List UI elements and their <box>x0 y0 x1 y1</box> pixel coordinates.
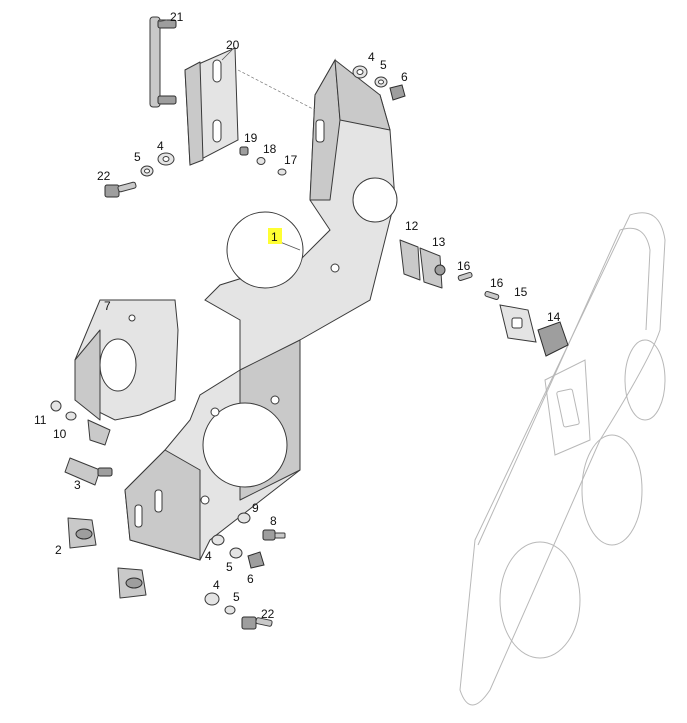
callout-18: 18 <box>263 142 277 156</box>
callout-19: 19 <box>244 131 258 145</box>
callout-4-left: 4 <box>157 139 164 153</box>
hardware <box>50 65 406 630</box>
callout-6-mid: 6 <box>247 572 254 586</box>
callout-8: 8 <box>270 514 277 528</box>
callout-10: 10 <box>53 427 67 441</box>
callout-4-top: 4 <box>368 50 375 64</box>
callout-11: 11 <box>34 413 47 427</box>
callout-6-top: 6 <box>401 70 408 84</box>
stud-bolts <box>149 16 177 108</box>
callout-22-bottom: 22 <box>261 607 275 621</box>
callout-5-mid: 5 <box>226 560 233 574</box>
callout-2: 2 <box>55 543 62 557</box>
callout-12: 12 <box>405 219 419 233</box>
rubber-peg <box>64 457 113 486</box>
switch-hardware <box>399 239 569 357</box>
callout-16-lower: 16 <box>490 276 504 290</box>
callout-1-highlight <box>268 228 282 244</box>
callout-13: 13 <box>432 235 446 249</box>
callout-labels: 1 21 20 4 5 6 19 18 17 5 4 22 12 13 16 1… <box>34 10 561 621</box>
callout-7: 7 <box>104 299 111 313</box>
speed-clips <box>67 517 147 599</box>
callout-3: 3 <box>74 478 81 492</box>
callout-21: 21 <box>170 10 184 24</box>
instrument-panel-ghost <box>459 212 666 706</box>
callout-1: 1 <box>271 230 278 244</box>
callout-5-bottom: 5 <box>233 590 240 604</box>
mounting-plate <box>184 47 316 166</box>
side-bracket <box>74 299 179 446</box>
callout-9: 9 <box>252 501 259 515</box>
callout-14: 14 <box>547 310 561 324</box>
callout-4-bottom: 4 <box>213 578 220 592</box>
callout-16-upper: 16 <box>457 259 471 273</box>
callout-20: 20 <box>226 38 240 52</box>
callout-17: 17 <box>284 153 298 167</box>
callout-5-left: 5 <box>134 150 141 164</box>
callout-4-mid: 4 <box>205 549 212 563</box>
callout-15: 15 <box>514 285 528 299</box>
main-bracket <box>124 58 398 561</box>
callout-5-top: 5 <box>380 58 387 72</box>
callout-22-top: 22 <box>97 169 111 183</box>
